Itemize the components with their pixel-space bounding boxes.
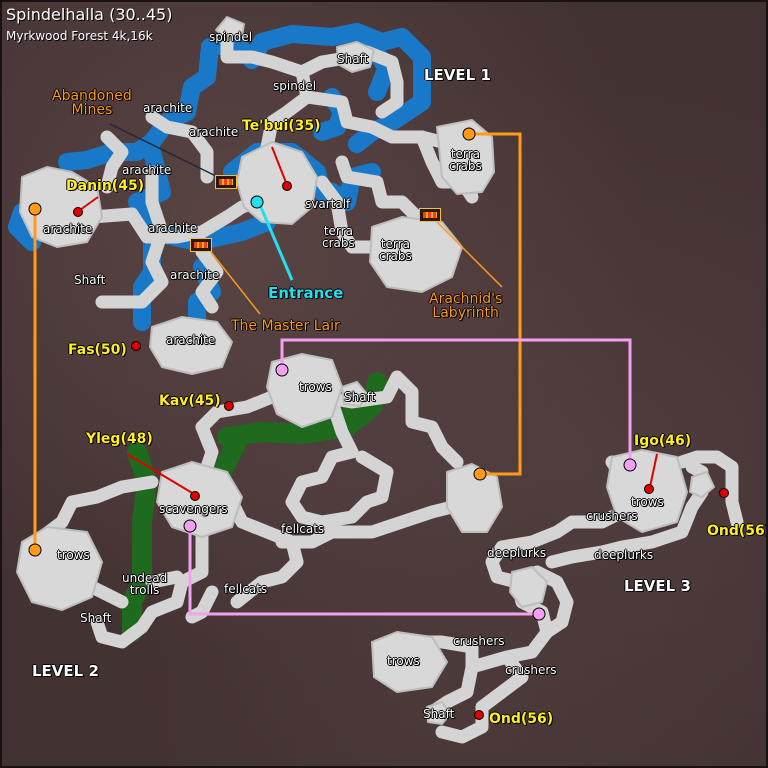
area-label-crushers: crushers [453,634,505,648]
npc-marker-fas [131,341,141,351]
link-line-orange-east [469,132,522,476]
area-label-arachite: arachite [166,333,216,347]
level-1-label: LEVEL 1 [424,66,491,84]
area-label-terra-crabs: terra crabs [449,147,482,173]
area-label-fellcats: fellcats [224,582,268,596]
link-node-orange [28,202,42,216]
area-label-trows: trows [631,495,664,509]
labyrinth-pointer [431,216,503,288]
lair-pointer [206,246,261,315]
area-label-deeplurks: deeplurks [487,546,547,560]
abandoned-mines-door-icon[interactable] [215,175,237,189]
area-label-trows: trows [57,548,90,562]
npc-marker-ond-south [474,710,484,720]
area-label-spindel: spindel [209,30,253,44]
area-label-arachite: arachite [148,221,198,235]
area-label-undead-trolls: undead trolls [122,571,168,597]
master-lair-door-icon[interactable] [190,238,212,252]
npc-label-yleg: Yleg(48) [86,431,153,447]
npc-marker-tebui [282,181,292,191]
area-label-shaft: Shaft [80,611,112,625]
npc-label-ond: Ond(56) [707,523,768,539]
npc-label-fas: Fas(50) [68,342,127,358]
link-node-orange [473,467,487,481]
link-node-orange [462,127,476,141]
area-label-spindel: spindel [273,79,317,93]
arachnid-labyrinth-door-icon[interactable] [419,208,441,222]
area-label-terra-crabs: terra crabs [322,224,355,250]
area-label-crushers: crushers [586,509,638,523]
area-label-scavengers: scavengers [159,502,228,516]
area-label-shaft: Shaft [344,390,376,404]
level-2-label: LEVEL 2 [32,662,99,680]
npc-label-danin: Danin(45) [66,178,145,194]
npc-marker-ond-east [719,488,729,498]
map-title: Spindelhalla (30..45) [6,5,173,24]
link-node-orange [28,543,42,557]
yleg-pointer [126,453,195,495]
npc-marker-kav [224,401,234,411]
link-node-pink [275,363,289,377]
entrance-marker [250,195,264,209]
area-label-deeplurks: deeplurks [594,548,654,562]
area-label-shaft: Shaft [74,273,106,287]
dungeon-label-arachnid-labyrinth[interactable]: Arachnid's Labyrinth [429,291,503,321]
npc-marker-yleg [190,491,200,501]
entrance-label[interactable]: Entrance [268,284,344,302]
npc-label-igo: Igo(46) [634,433,692,449]
area-label-shaft: Shaft [423,707,455,721]
area-label-crushers: crushers [505,663,557,677]
igo-pointer [649,453,658,488]
dungeon-label-master-lair[interactable]: The Master Lair [231,318,340,334]
npc-label-ond: Ond(56) [489,711,554,727]
area-label-arachite: arachite [122,163,172,177]
area-label-arachite: arachite [170,268,220,282]
area-label-trows: trows [299,380,332,394]
mines-pointer [109,123,225,181]
map-subtitle: Myrkwood Forest 4k,16k [6,29,153,43]
npc-marker-igo [644,484,654,494]
area-label-terra-crabs: terra crabs [379,237,412,263]
link-node-pink [183,519,197,533]
link-node-pink [532,607,546,621]
area-label-arachite: arachite [43,222,93,236]
area-label-arachite: arachite [143,101,193,115]
link-line-pink-south [188,526,539,616]
area-label-shaft: Shaft [337,52,369,66]
dungeon-label-abandoned-mines[interactable]: Abandoned Mines [52,88,132,118]
link-node-pink [623,458,637,472]
link-line-pink-north [280,338,632,465]
area-label-svartalf: svartalf [305,197,351,211]
area-label-arachite: arachite [189,125,239,139]
entrance-pointer [258,204,294,281]
level-3-label: LEVEL 3 [624,577,691,595]
area-label-trows: trows [387,654,420,668]
npc-label-tebui: Te'bui(35) [242,118,321,134]
area-label-fellcats: fellcats [281,522,325,536]
npc-marker-danin [73,207,83,217]
npc-label-kav: Kav(45) [159,393,221,409]
tebui-pointer [271,146,288,186]
danin-pointer [79,196,99,211]
